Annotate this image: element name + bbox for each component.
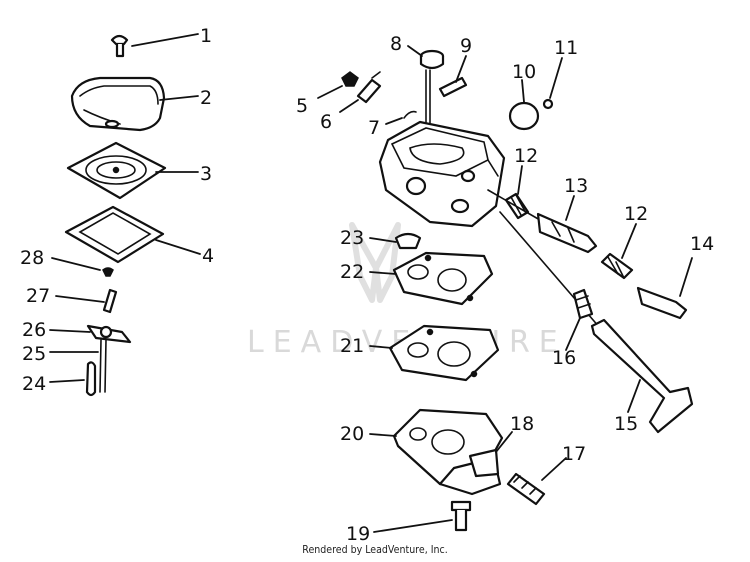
callout-8: 8 [390, 33, 402, 55]
callout-12-upper: 12 [514, 145, 538, 167]
callout-numbers: 1 2 3 4 28 27 26 25 24 5 6 7 8 9 10 11 1… [20, 25, 714, 545]
watermark-logo [349, 222, 401, 303]
callout-18: 18 [510, 413, 534, 435]
part-1-screw [110, 34, 129, 58]
leader-12a [517, 165, 523, 195]
part-16-spring [572, 288, 594, 320]
part-3-diaphragm [66, 141, 167, 200]
callout-28: 28 [20, 247, 44, 269]
part-14-needle-screw [636, 286, 688, 320]
part-26-lever [86, 324, 132, 344]
leader-28 [51, 257, 101, 271]
leader-26 [49, 329, 91, 333]
part-22-gasket [392, 251, 494, 306]
leader-18 [495, 431, 513, 453]
callout-25: 25 [22, 343, 46, 365]
leader-23 [369, 237, 397, 243]
leader-14 [679, 257, 693, 297]
part-5-cap [341, 71, 359, 87]
leader-27 [55, 295, 105, 303]
leader-1 [131, 33, 199, 47]
part-8-plug [419, 49, 445, 70]
callout-27: 27 [26, 285, 50, 307]
part-6-fitting [356, 71, 382, 104]
leader-13 [565, 195, 575, 221]
part-25-shaft [99, 339, 107, 393]
part-23-plug [394, 232, 422, 250]
leader-lines [49, 33, 693, 533]
leader-11 [549, 57, 563, 99]
part-21-gasket [388, 324, 500, 382]
leader-19 [373, 519, 453, 533]
callout-21: 21 [340, 335, 364, 357]
footer-credit: Rendered by LeadVenture, Inc. [302, 543, 448, 556]
callout-20: 20 [340, 423, 364, 445]
callout-23: 23 [340, 227, 364, 249]
callout-24: 24 [22, 373, 46, 395]
part-7-clip [403, 110, 417, 119]
callout-16: 16 [552, 347, 576, 369]
leader-5 [317, 85, 343, 99]
callout-19: 19 [346, 523, 370, 545]
callout-4: 4 [202, 245, 214, 267]
part-9-shaft [438, 76, 468, 98]
leader-21 [369, 345, 393, 349]
part-12-spring-lower [600, 252, 634, 280]
leader-8 [407, 45, 423, 57]
callout-13: 13 [564, 175, 588, 197]
part-17-screw [506, 472, 546, 506]
callout-6: 6 [320, 111, 332, 133]
callout-9: 9 [460, 35, 472, 57]
callout-26: 26 [22, 319, 46, 341]
callout-10: 10 [512, 61, 536, 83]
leader-17 [541, 457, 567, 481]
leader-12b [621, 223, 637, 259]
leader-10 [521, 79, 525, 103]
callout-22: 22 [340, 261, 364, 283]
leader-15 [627, 379, 641, 413]
part-11-ball [542, 98, 554, 110]
leader-6 [339, 99, 359, 113]
callout-12-lower: 12 [624, 203, 648, 225]
leader-2 [159, 95, 199, 101]
part-18-fitting [468, 448, 500, 478]
callout-11: 11 [554, 37, 578, 59]
callout-3: 3 [200, 163, 212, 185]
leader-20 [369, 433, 397, 437]
part-2-cover [70, 76, 166, 132]
leader-16 [565, 317, 581, 351]
leader-22 [369, 271, 397, 275]
carburetor-body [378, 69, 506, 228]
part-4-gasket [64, 205, 165, 264]
callout-2: 2 [200, 87, 212, 109]
leader-4 [155, 239, 201, 255]
callout-5: 5 [296, 95, 308, 117]
part-28-pin [102, 267, 114, 277]
callout-17: 17 [562, 443, 586, 465]
part-19-screw [450, 500, 472, 532]
part-10-disc [508, 101, 540, 131]
callout-7: 7 [368, 117, 380, 139]
callout-14: 14 [690, 233, 714, 255]
callout-15: 15 [614, 413, 638, 435]
leader-9 [455, 55, 467, 83]
leader-7 [385, 117, 403, 125]
part-24-needle [85, 361, 97, 397]
part-27-spring [102, 288, 118, 314]
leader-24 [49, 379, 85, 383]
callout-1: 1 [200, 25, 212, 47]
part-13-needle-screw [487, 189, 598, 254]
